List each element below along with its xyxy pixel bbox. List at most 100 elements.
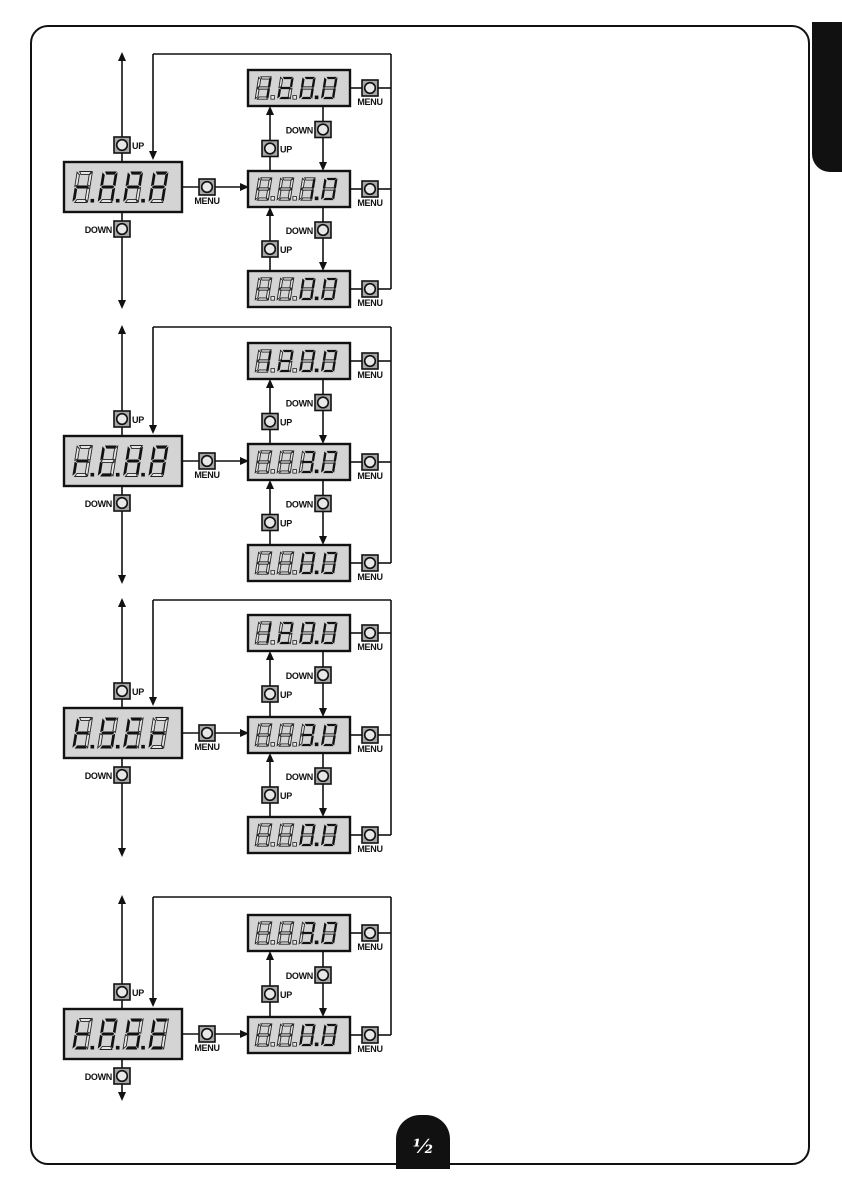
segment-g [280,288,292,290]
menu-button[interactable]: MENU [194,453,219,480]
up-button[interactable]: UP [114,137,144,153]
button-cap[interactable] [117,498,128,509]
menu-button[interactable]: MENU [194,1026,219,1053]
menu-button[interactable]: MENU [357,827,382,854]
segment-g [258,932,270,934]
down-button[interactable]: DOWN [286,967,331,983]
lcd-decimal-point [116,745,120,749]
segment-g [280,360,292,362]
button-cap[interactable] [202,728,213,739]
down-button[interactable]: DOWN [286,768,331,784]
up-button[interactable]: UP [262,515,292,531]
button-cap[interactable] [117,224,128,235]
button-cap[interactable] [365,730,376,741]
up-button[interactable]: UP [262,414,292,430]
segment-g [280,188,292,190]
button-cap[interactable] [365,558,376,569]
button-cap[interactable] [365,830,376,841]
button-cap[interactable] [365,457,376,468]
menu-button[interactable]: MENU [357,1027,382,1054]
up-button[interactable]: UP [114,411,144,427]
button-cap[interactable] [365,184,376,195]
diagram-3-value-display-1 [248,615,350,651]
button-cap[interactable] [265,517,276,528]
button-cap[interactable] [365,928,376,939]
menu-button[interactable]: MENU [357,281,382,308]
menu-button[interactable]: MENU [357,925,382,952]
button-cap[interactable] [318,498,329,509]
lcd-decimal-point [271,470,275,474]
down-step-head [319,162,327,171]
up-button[interactable]: UP [262,986,292,1002]
button-cap[interactable] [365,356,376,367]
button-cap[interactable] [202,182,213,193]
button-cap[interactable] [117,987,128,998]
down-label: DOWN [286,671,313,681]
down-button[interactable]: DOWN [85,221,130,237]
button-cap[interactable] [265,416,276,427]
up-button[interactable]: UP [114,984,144,1000]
button-cap[interactable] [318,225,329,236]
segment-d [257,471,267,473]
segment-d [257,844,267,846]
down-button[interactable]: DOWN [286,222,331,238]
lcd-decimal-point [293,743,297,747]
down-button[interactable]: DOWN [286,667,331,683]
lcd-decimal-point [315,1043,319,1047]
menu-button[interactable]: MENU [357,353,382,380]
menu-button[interactable]: MENU [357,181,382,208]
button-cap[interactable] [265,989,276,1000]
lcd-decimal-point [116,1046,120,1050]
button-cap[interactable] [365,1030,376,1041]
lcd-decimal-point [91,745,95,749]
button-cap[interactable] [365,83,376,94]
up-button[interactable]: UP [262,787,292,803]
up-button[interactable]: UP [262,241,292,257]
lcd-decimal-point [293,197,297,201]
down-button[interactable]: DOWN [286,395,331,411]
down-button[interactable]: DOWN [85,767,130,783]
button-cap[interactable] [318,670,329,681]
button-cap[interactable] [202,456,213,467]
menu-button[interactable]: MENU [357,727,382,754]
button-cap[interactable] [365,284,376,295]
button-cap[interactable] [202,1029,213,1040]
loop-in-head [149,425,157,434]
menu-button[interactable]: MENU [357,80,382,107]
menu-button[interactable]: MENU [357,625,382,652]
button-cap[interactable] [318,397,329,408]
down-step-head [319,435,327,444]
lcd-decimal-point [315,743,319,747]
button-cap[interactable] [265,689,276,700]
down-button[interactable]: DOWN [85,495,130,511]
button-cap[interactable] [265,790,276,801]
menu-button[interactable]: MENU [194,725,219,752]
loop-in-head [149,697,157,706]
menu-button[interactable]: MENU [194,179,219,206]
button-cap[interactable] [318,970,329,981]
button-cap[interactable] [265,143,276,154]
button-cap[interactable] [117,686,128,697]
segment-g [258,461,270,463]
up-button[interactable]: UP [114,683,144,699]
menu-button[interactable]: MENU [357,555,382,582]
button-cap[interactable] [318,771,329,782]
lcd-decimal-point [91,1046,95,1050]
segment-d [151,745,163,748]
button-cap[interactable] [117,770,128,781]
up-button[interactable]: UP [262,686,292,702]
up-button[interactable]: UP [262,141,292,157]
segment-g [258,288,270,290]
button-cap[interactable] [117,140,128,151]
button-cap[interactable] [117,414,128,425]
down-button[interactable]: DOWN [286,496,331,512]
button-cap[interactable] [265,244,276,255]
button-cap[interactable] [117,1071,128,1082]
lcd-decimal-point [293,297,297,301]
diagram-2-value-display-1 [248,343,350,379]
menu-button[interactable]: MENU [357,454,382,481]
down-button[interactable]: DOWN [85,1068,130,1084]
down-button[interactable]: DOWN [286,122,331,138]
button-cap[interactable] [365,628,376,639]
button-cap[interactable] [318,124,329,135]
